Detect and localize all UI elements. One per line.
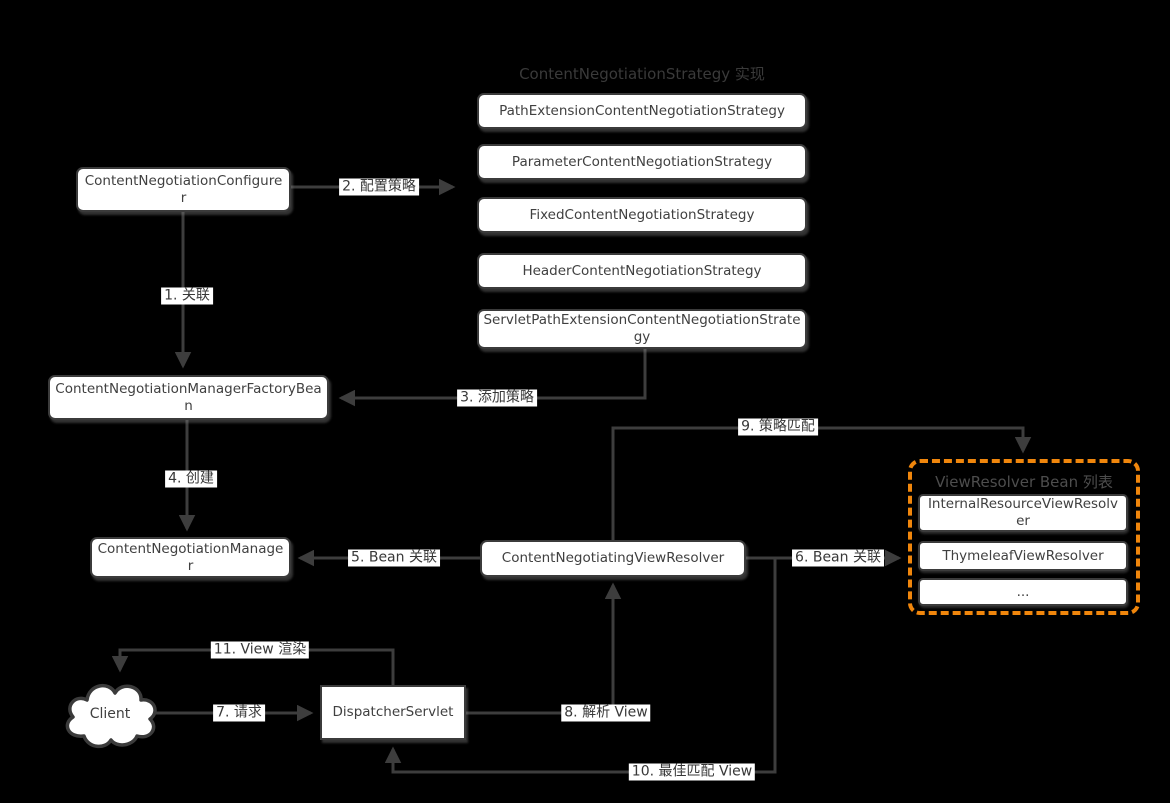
edge-label-4: 4. 创建: [165, 470, 217, 488]
node-other-view-resolvers: ...: [918, 578, 1128, 606]
node-configurer: ContentNegotiationConfigurer: [76, 167, 291, 212]
node-manager: ContentNegotiationManager: [90, 537, 291, 578]
node-factory-bean: ContentNegotiationManagerFactoryBean: [48, 375, 329, 420]
node-internal-resource-view-resolver: InternalResourceViewResolver: [918, 494, 1128, 532]
edge-label-3: 3. 添加策略: [457, 389, 537, 407]
edge-label-8: 8. 解析 View: [561, 704, 651, 722]
node-parameter-strategy: ParameterContentNegotiationStrategy: [477, 144, 807, 180]
strategy-group-title: ContentNegotiationStrategy 实现: [519, 65, 765, 83]
edge-3-line: [338, 348, 647, 407]
cloud-shape: [65, 683, 157, 749]
edge-label-5: 5. Bean 关联: [348, 549, 440, 567]
node-dispatcher-servlet: DispatcherServlet: [320, 685, 466, 740]
node-path-extension-strategy: PathExtensionContentNegotiationStrategy: [477, 93, 807, 129]
edge-label-6: 6. Bean 关联: [792, 549, 884, 567]
node-client-cloud: Client: [60, 674, 160, 754]
node-thymeleaf-view-resolver: ThymeleafViewResolver: [918, 541, 1128, 571]
edge-8-line: [466, 582, 622, 715]
client-label: Client: [89, 706, 131, 722]
node-header-strategy: HeaderContentNegotiationStrategy: [477, 253, 807, 289]
node-negotiating-view-resolver: ContentNegotiatingViewResolver: [480, 540, 746, 577]
edge-9-line: [611, 426, 1032, 540]
edge-label-11: 11. View 渲染: [210, 641, 310, 659]
edge-label-7: 7. 请求: [213, 704, 265, 722]
edge-label-1: 1. 关联: [161, 287, 213, 305]
edge-label-2: 2. 配置策略: [339, 178, 419, 196]
viewresolver-bean-list-group: ViewResolver Bean 列表 InternalResourceVie…: [908, 459, 1140, 615]
edge-label-9: 9. 策略匹配: [738, 418, 818, 436]
edge-label-10: 10. 最佳匹配 View: [628, 763, 756, 781]
viewresolver-group-title: ViewResolver Bean 列表: [935, 473, 1113, 491]
node-servlet-path-strategy: ServletPathExtensionContentNegotiationSt…: [477, 309, 807, 349]
edge-10-line: [384, 558, 777, 774]
node-fixed-strategy: FixedContentNegotiationStrategy: [477, 197, 807, 233]
